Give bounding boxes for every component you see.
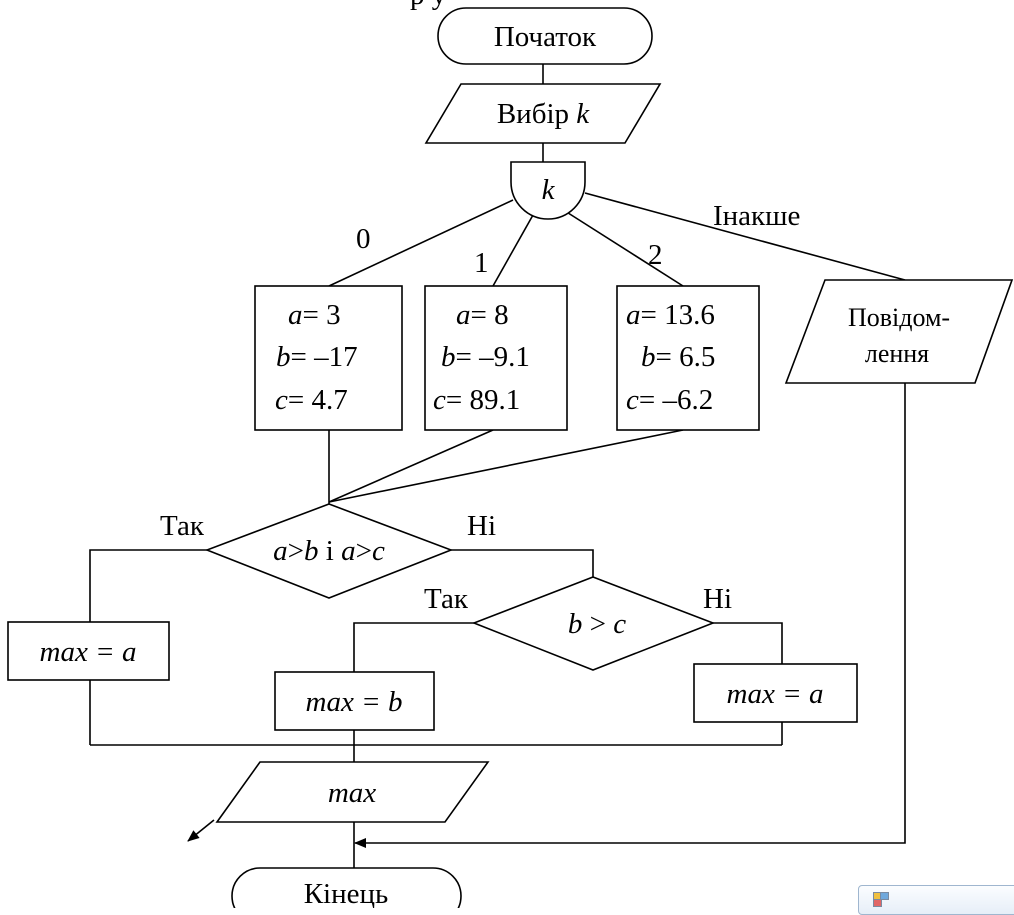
connector-cond1-yes	[89, 549, 207, 622]
connectors	[89, 64, 906, 868]
connector-cond1-no	[451, 549, 594, 577]
connector-message-end	[354, 383, 906, 848]
max-left-label: max = a	[40, 636, 137, 668]
top-text-fragment: р у	[410, 0, 447, 11]
selector-block: k	[510, 161, 586, 220]
output-block: max	[215, 761, 490, 823]
message-block: Повідом- лення	[784, 279, 1014, 384]
case1-a: a= 8	[456, 299, 509, 331]
case2-b: b= 6.5	[641, 341, 715, 373]
end-label: Кінець	[304, 878, 389, 908]
condition2-no-label: Ні	[703, 583, 732, 615]
case0-b: b= –17	[276, 341, 358, 373]
message-line1: Повідом-	[848, 303, 950, 332]
connector-cond2-no	[713, 622, 783, 664]
case1-c: c= 89.1	[433, 384, 520, 416]
connector-selector-else	[584, 192, 906, 281]
connector-case1-merge	[328, 429, 494, 503]
branch-label-0: 0	[356, 223, 371, 255]
start-terminator: Початок	[437, 7, 653, 65]
max-mid-label: max = b	[306, 686, 403, 718]
end-terminator: Кінець	[231, 867, 462, 908]
condition2-label: b > c	[568, 608, 626, 640]
case2-block: a= 13.6 b= 6.5 c= –6.2	[616, 285, 760, 431]
message-line2: лення	[865, 339, 929, 368]
connector-selector-case0	[328, 199, 514, 287]
condition2-yes-label: Так	[424, 583, 469, 615]
case0-a: a= 3	[288, 299, 341, 331]
max-mid-block: max = b	[274, 671, 435, 731]
connector-selector-case1	[492, 214, 534, 287]
selector-label: k	[542, 174, 556, 206]
condition1-block: a>b і a>c	[204, 503, 454, 599]
case2-c: c= –6.2	[626, 384, 713, 416]
input-block: Вибір k	[424, 83, 662, 144]
condition2-block: b > c	[471, 576, 716, 671]
max-right-block: max = a	[693, 663, 858, 723]
condition1-label: a>b і a>c	[273, 535, 385, 567]
window-icon-button[interactable]	[858, 885, 1014, 915]
branch-label-1: 1	[474, 247, 489, 279]
connector-case2-merge	[328, 429, 684, 503]
condition1-no-label: Ні	[467, 510, 496, 542]
start-label: Початок	[494, 21, 597, 53]
case0-c: c= 4.7	[275, 384, 348, 416]
branch-label-else: Інакше	[713, 200, 800, 232]
case2-a: a= 13.6	[626, 299, 715, 331]
branch-label-2: 2	[648, 239, 663, 271]
output-label: max	[328, 777, 376, 809]
condition1-yes-label: Так	[160, 510, 205, 542]
max-right-label: max = a	[727, 678, 824, 710]
arrow-left	[187, 819, 215, 842]
case1-b: b= –9.1	[441, 341, 530, 373]
case1-block: a= 8 b= –9.1 c= 89.1	[424, 285, 568, 431]
connector-cond2-yes	[353, 622, 474, 672]
input-label: Вибір k	[497, 98, 590, 130]
case0-block: a= 3 b= –17 c= 4.7	[254, 285, 403, 431]
connector-selector-case2	[564, 210, 684, 287]
max-left-block: max = a	[7, 621, 170, 681]
